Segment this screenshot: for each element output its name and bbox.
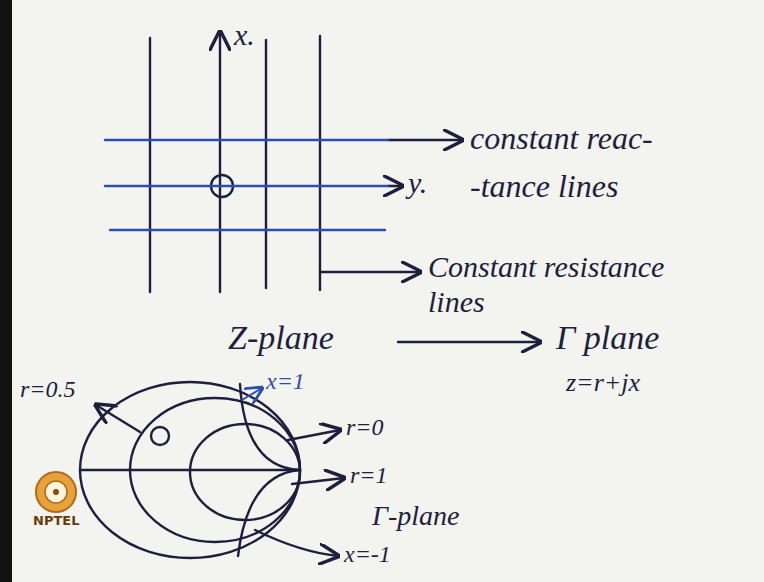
resistance-line [265, 40, 267, 288]
x-axis [219, 32, 221, 292]
reactance-line [110, 229, 385, 231]
leader-arrow [255, 530, 338, 556]
leader-arrow [320, 271, 420, 273]
r1-circle [190, 424, 300, 520]
plane-title: Γ-plane [372, 500, 459, 532]
circle-label: r=0 [346, 414, 384, 442]
point-circle [151, 427, 169, 445]
leader-arrow [388, 139, 462, 141]
circle-label: r=1 [350, 462, 388, 490]
axis-label: y. [408, 166, 427, 201]
plane-title: Z-plane [228, 318, 334, 357]
x1-arc [240, 384, 300, 470]
axis-label: x. [234, 18, 255, 53]
logo-text: NPTEL [33, 514, 79, 529]
leader-arrow [288, 430, 340, 440]
arc-label: x=1 [266, 368, 305, 396]
note-text: constant reac- [470, 120, 653, 157]
xm1-arc [238, 470, 300, 556]
circle-label: r=0.5 [20, 376, 76, 404]
note-text: Constant resistance lines [428, 250, 728, 319]
formula: z=r+jx [566, 368, 640, 398]
r0-circle [80, 382, 300, 558]
leader-arrow [96, 405, 140, 432]
plane-title: Γ plane [556, 318, 659, 357]
note-text: -tance lines [470, 168, 618, 205]
leader-arrow [388, 185, 402, 187]
reactance-line [105, 185, 388, 187]
reactance-line [105, 139, 388, 141]
resistance-line [319, 36, 321, 290]
arc-label: x=-1 [344, 541, 391, 569]
frame-edge [0, 0, 12, 582]
leader-arrow [242, 388, 262, 400]
nptel-logo [36, 472, 76, 512]
real-axis [80, 469, 300, 471]
mapping-arrow [398, 341, 540, 343]
leader-arrow [292, 478, 344, 484]
resistance-line [149, 38, 151, 292]
